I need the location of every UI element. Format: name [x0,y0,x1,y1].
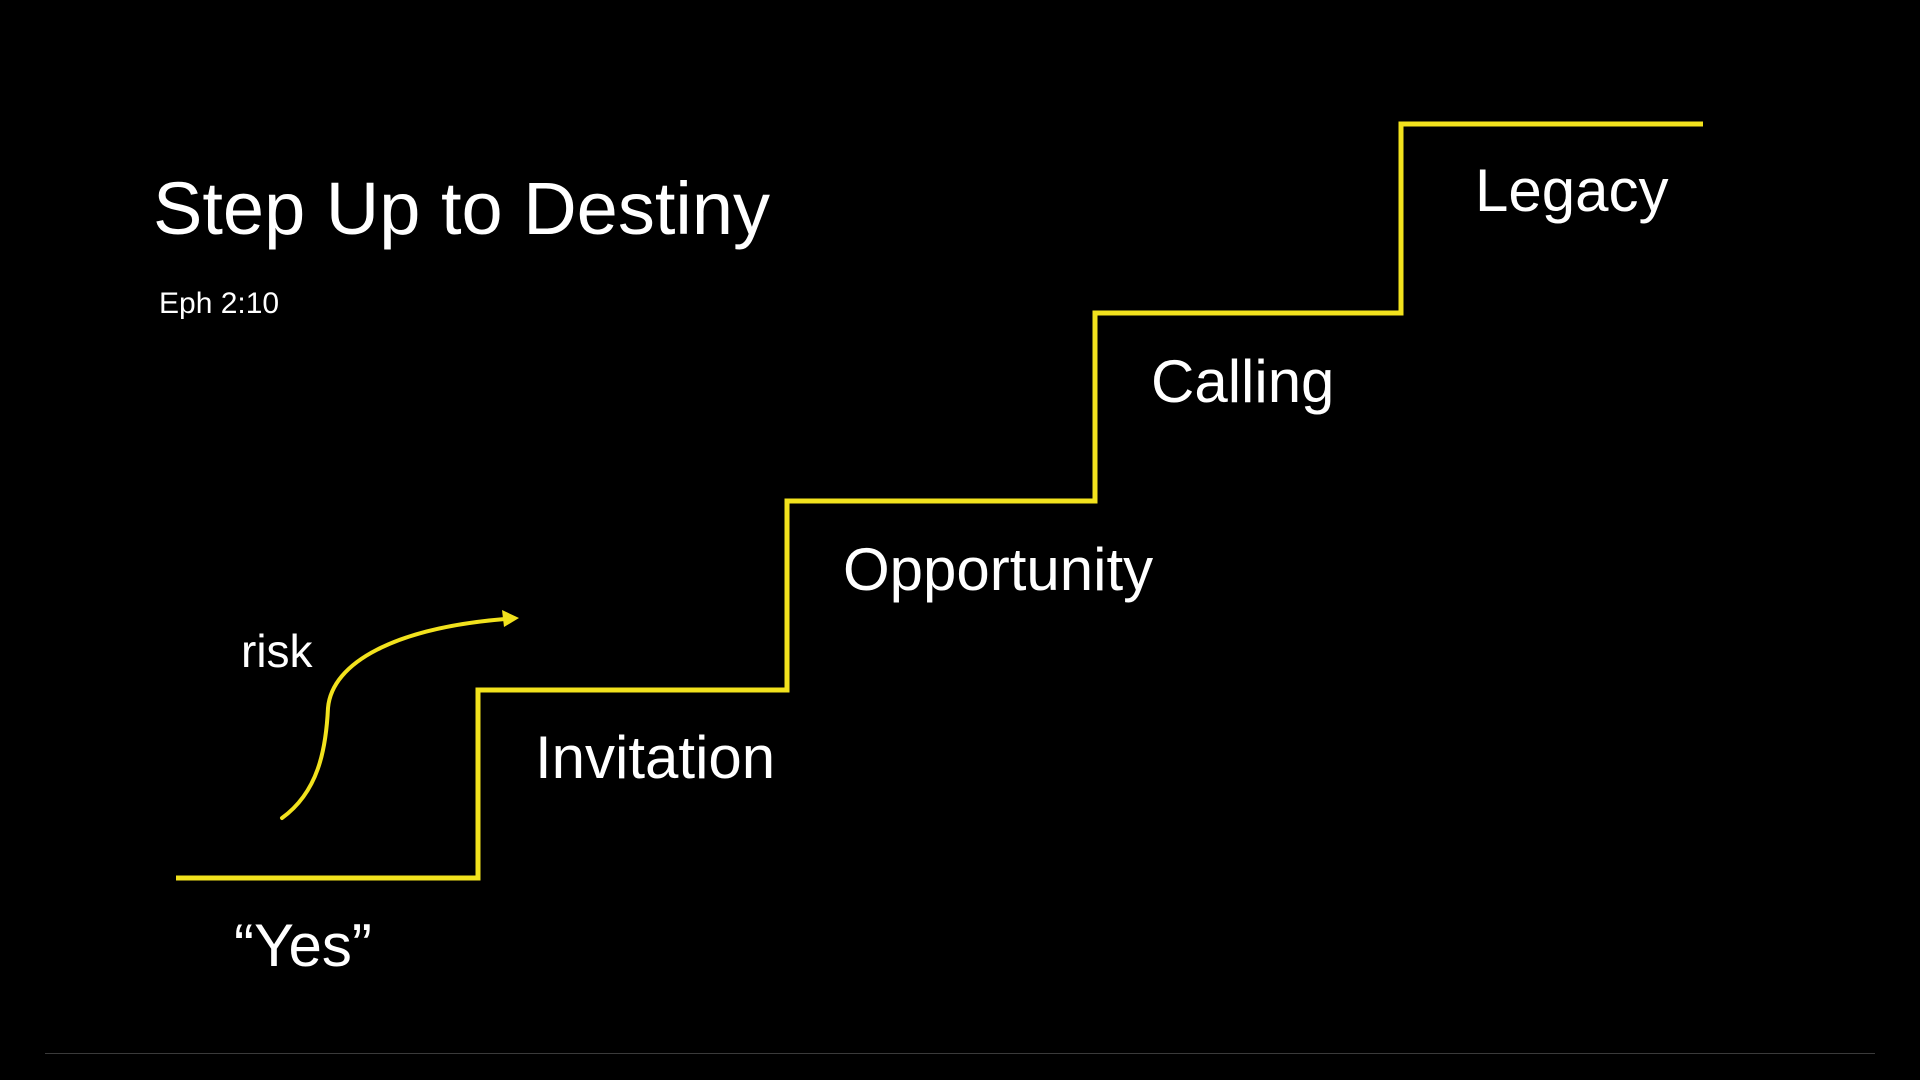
risk-arrow-head [502,610,519,627]
risk-arrow-curve [280,617,507,820]
step-label-calling: Calling [1151,348,1335,415]
staircase-line [176,121,1703,881]
scripture-reference: Eph 2:10 [159,287,280,320]
step-label-opportunity: Opportunity [843,536,1154,603]
step-label-yes: “Yes” [234,912,372,979]
slide-title: Step Up to Destiny [153,167,770,250]
step-label-legacy: Legacy [1475,157,1669,224]
risk-label: risk [241,625,313,677]
step-label-invitation: Invitation [535,724,776,791]
curved-arrow-icon [280,610,519,820]
bottom-divider [45,1053,1875,1054]
